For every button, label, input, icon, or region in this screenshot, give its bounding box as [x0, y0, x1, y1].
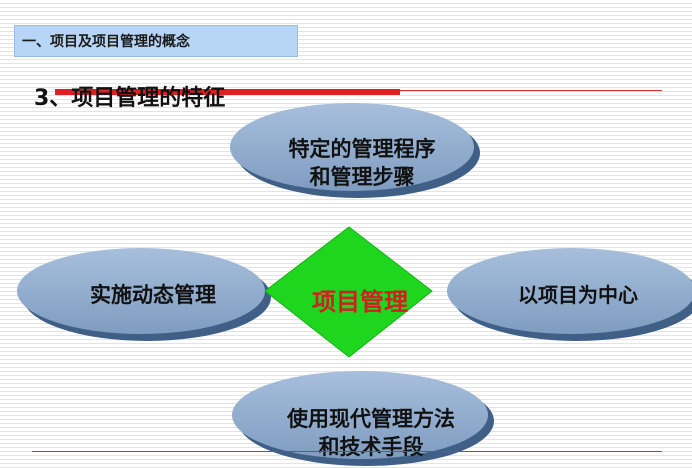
node-bottom-line2: 和技术手段	[318, 434, 424, 459]
node-top-ellipse	[230, 103, 480, 198]
title-underline-thin	[400, 90, 662, 91]
node-right-ellipse	[447, 248, 692, 341]
title-underline-thick	[55, 89, 400, 95]
footer-rule	[32, 451, 662, 452]
center-label: 项目管理	[312, 287, 408, 316]
node-top-line1: 特定的管理程序	[288, 136, 436, 161]
node-left-ellipse	[17, 248, 271, 341]
node-bottom-text: 使用现代管理方法 和技术手段	[256, 405, 486, 461]
section-header-box	[14, 25, 298, 57]
node-bottom-line1: 使用现代管理方法	[287, 406, 455, 431]
center-diamond	[264, 226, 433, 358]
section-header-label: 一、项目及项目管理的概念	[22, 34, 190, 50]
slide-title: 3、项目管理的特征	[34, 86, 226, 111]
node-bottom-ellipse	[232, 371, 494, 466]
node-top-line2: 和管理步骤	[309, 164, 415, 189]
node-left-text: 实施动态管理	[90, 282, 216, 307]
node-right-text: 以项目为中心	[518, 283, 638, 307]
node-top-text: 特定的管理程序 和管理步骤	[262, 135, 462, 191]
